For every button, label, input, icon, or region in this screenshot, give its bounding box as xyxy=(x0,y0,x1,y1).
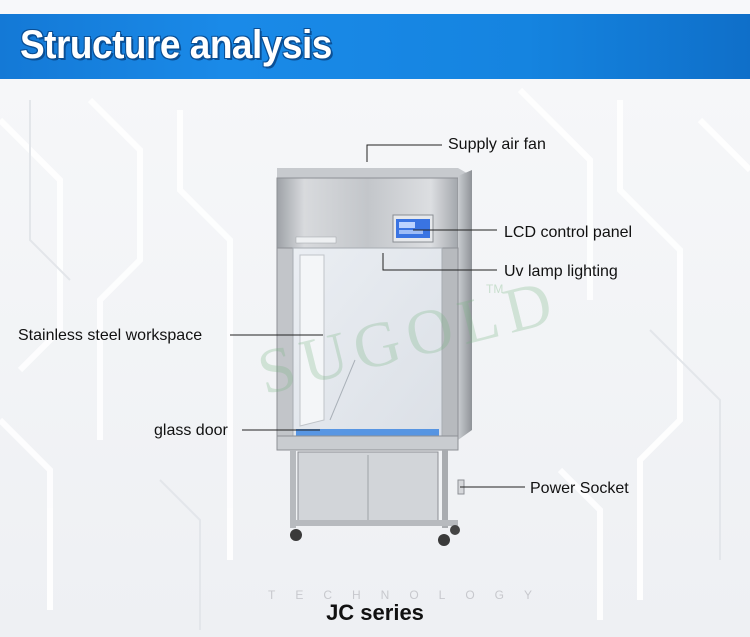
watermark-trademark: TM xyxy=(486,282,504,296)
watermark-tagline: TECHNOLOGY xyxy=(268,588,553,602)
label-supply-air-fan: Supply air fan xyxy=(448,136,546,153)
header-banner: Structure analysis xyxy=(0,14,750,79)
callout-uv-lamp xyxy=(382,253,497,271)
lower-cabinet xyxy=(290,450,465,528)
caster-wheels xyxy=(290,525,460,546)
callout-supply-air-fan xyxy=(366,144,442,162)
label-uv-lamp-lighting: Uv lamp lighting xyxy=(504,263,618,280)
lcd-control-panel xyxy=(392,214,434,243)
label-glass-door: glass door xyxy=(154,422,228,439)
cabinet-hood xyxy=(276,168,472,440)
cabinet-body xyxy=(276,247,459,451)
callout-lines xyxy=(230,144,525,488)
label-lcd-control-panel: LCD control panel xyxy=(504,224,633,241)
label-power-socket: Power Socket xyxy=(530,480,629,497)
product-series-title: JC series xyxy=(326,600,424,625)
label-stainless-steel-workspace: Stainless steel workspace xyxy=(18,327,203,344)
page-title: Structure analysis xyxy=(20,22,332,67)
